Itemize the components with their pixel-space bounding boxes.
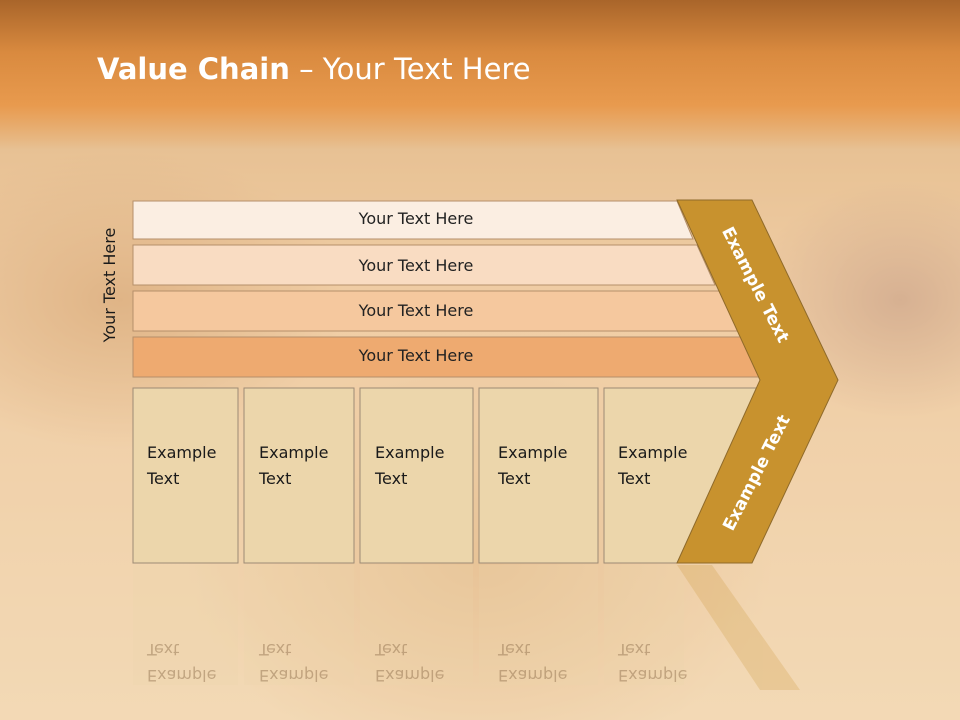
slide-title: Value Chain – Your Text Here <box>97 52 531 86</box>
activity-box-4[interactable] <box>478 387 599 564</box>
box-4-line2: Text <box>498 469 531 488</box>
title-rest: – Your Text Here <box>289 52 531 86</box>
row-label-4: Your Text Here <box>358 346 474 365</box>
box-reflections <box>133 565 800 690</box>
box-5-line2: Text <box>618 469 651 488</box>
row-label-2: Your Text Here <box>358 256 474 275</box>
box-2-line2: Text <box>259 469 292 488</box>
box-5-line1: Example <box>618 443 688 462</box>
row-label-3: Your Text Here <box>358 301 474 320</box>
box-1-line2: Text <box>147 469 180 488</box>
box-4-line1: Example <box>498 443 568 462</box>
box-3-line2: Text <box>375 469 408 488</box>
title-band <box>0 0 960 150</box>
title-bold: Value Chain <box>97 52 290 86</box>
box-1-line1: Example <box>147 443 217 462</box>
activity-box-3[interactable] <box>359 387 474 564</box>
activity-box-2[interactable] <box>243 387 355 564</box>
box-2-line1: Example <box>259 443 329 462</box>
row-bar-2[interactable] <box>132 244 716 286</box>
chevron-arrow[interactable] <box>676 199 839 564</box>
row-bar-1[interactable] <box>132 200 694 240</box>
box-3-line1: Example <box>375 443 445 462</box>
row-label-1: Your Text Here <box>358 209 474 228</box>
activity-box-1[interactable] <box>132 387 239 564</box>
